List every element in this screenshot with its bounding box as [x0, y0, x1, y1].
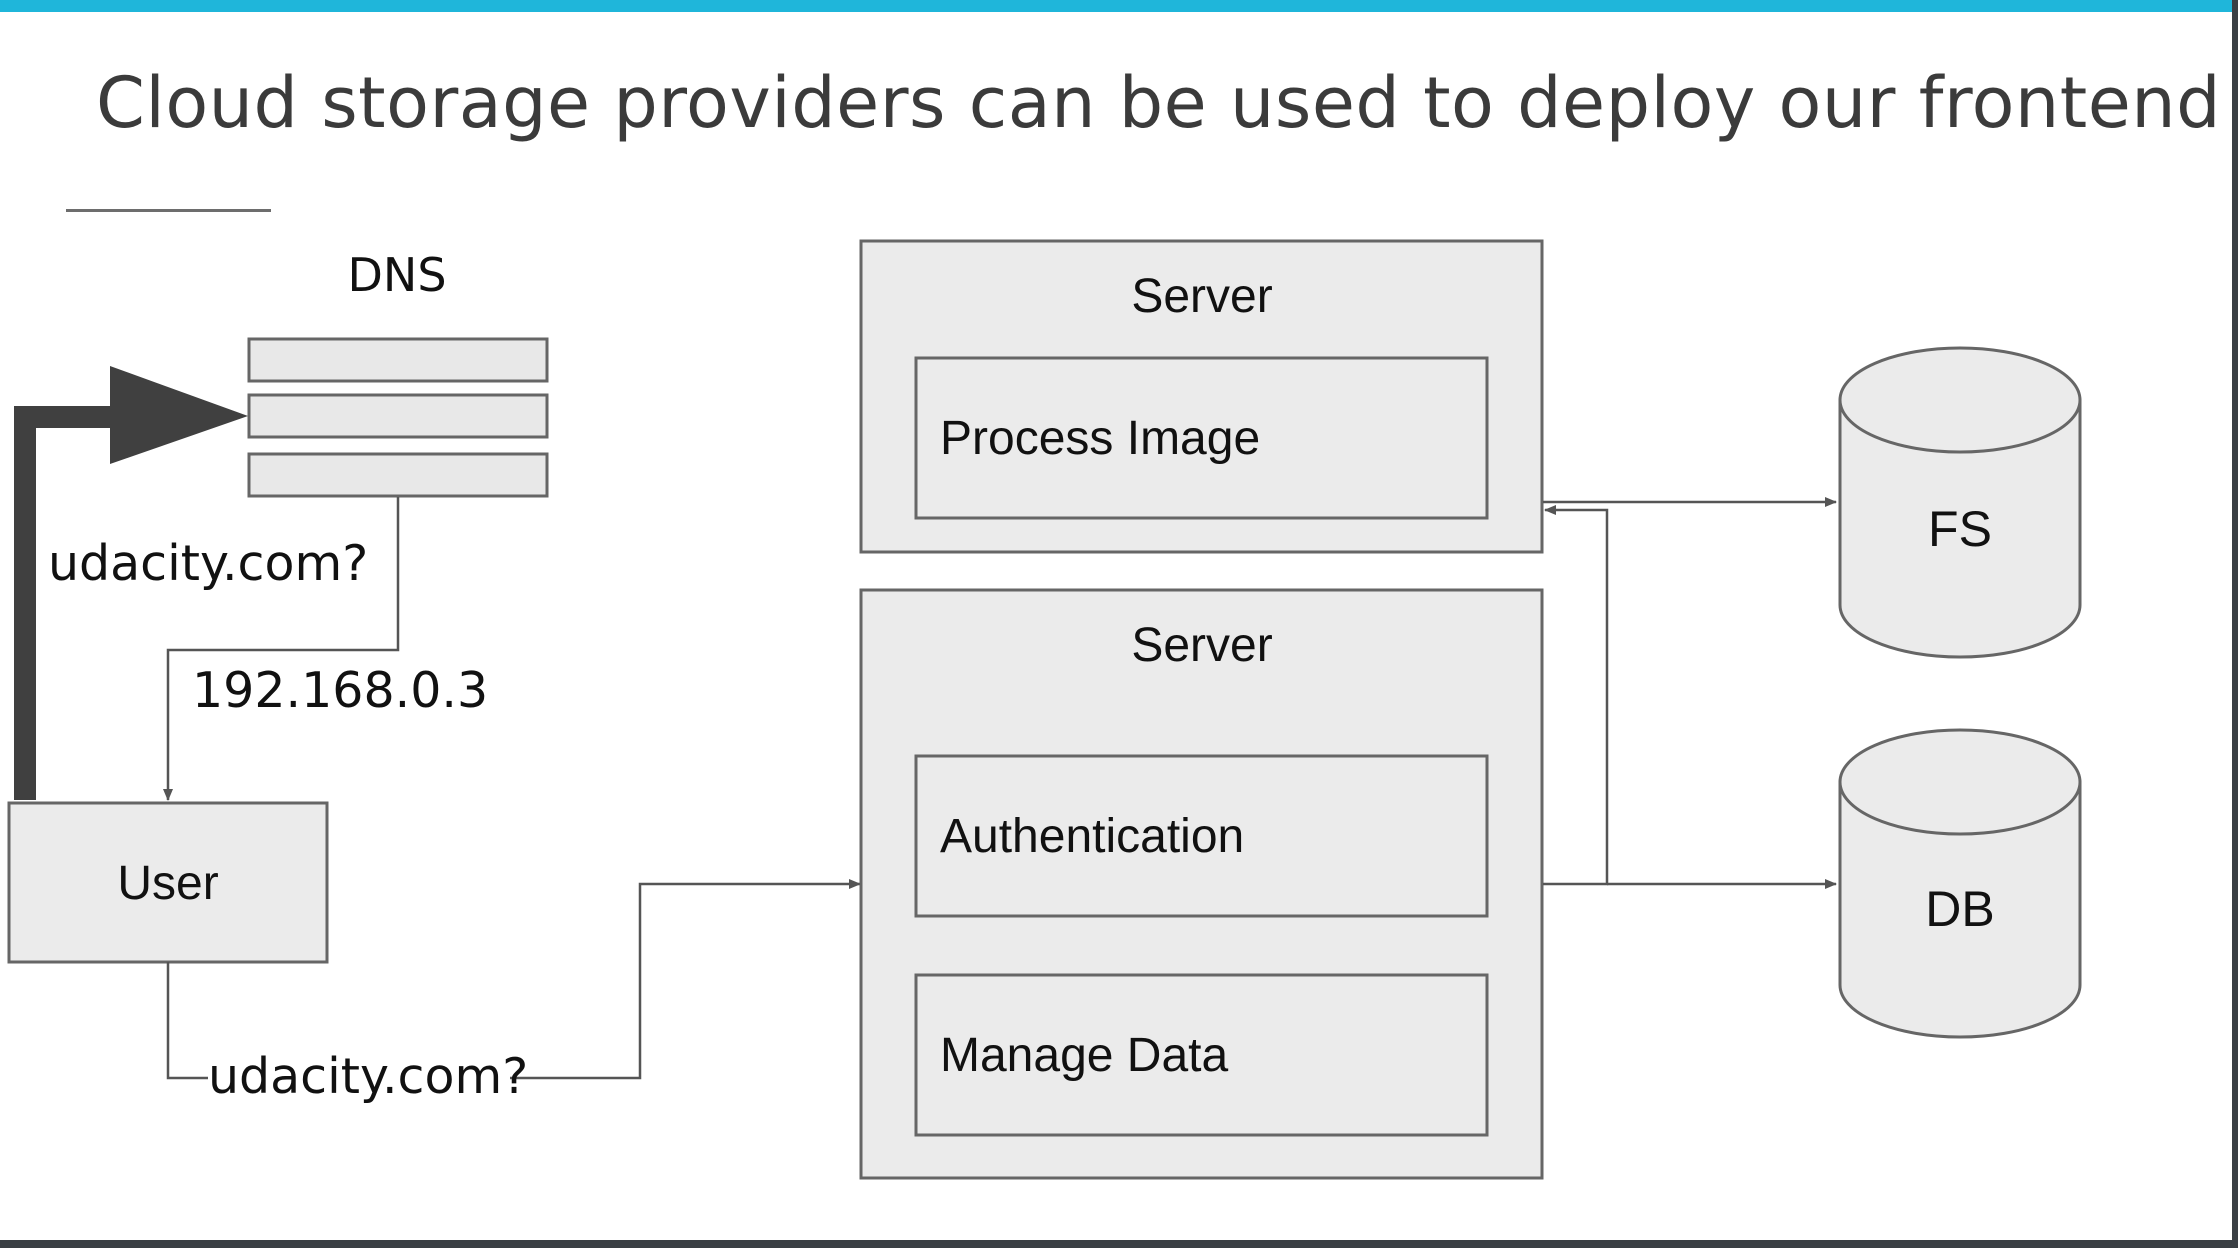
db-label: DB	[1925, 881, 1994, 937]
slide-title: Cloud storage providers can be used to d…	[96, 62, 2222, 144]
user-label: User	[117, 857, 218, 910]
server-storage-connectors	[1543, 497, 1837, 889]
fs-label: FS	[1928, 501, 1992, 557]
user-to-server-connector	[166, 884, 860, 1080]
manage-data-label: Manage Data	[940, 1029, 1228, 1082]
authentication-module	[914, 754, 1489, 918]
manage-data-module	[914, 973, 1489, 1137]
dns-response-connector	[163, 497, 400, 801]
accent-bar	[0, 0, 2232, 12]
dns-records-icon	[247, 337, 549, 498]
process-image-module	[914, 356, 1489, 520]
title-underline	[66, 209, 271, 212]
dns-response-label: 192.168.0.3	[192, 662, 488, 719]
server-top-label: Server	[1131, 270, 1272, 323]
server-bottom-label: Server	[1131, 619, 1272, 672]
user-box	[7, 801, 329, 964]
authentication-label: Authentication	[940, 810, 1244, 863]
server-query-label: udacity.com?	[208, 1048, 528, 1105]
user-to-dns-arrow	[14, 366, 248, 800]
dns-label: DNS	[347, 248, 446, 302]
process-image-label: Process Image	[940, 412, 1260, 465]
fs-cylinder-icon	[1838, 346, 2082, 659]
dns-query-label: udacity.com?	[48, 535, 368, 592]
db-cylinder-icon	[1838, 728, 2082, 1039]
